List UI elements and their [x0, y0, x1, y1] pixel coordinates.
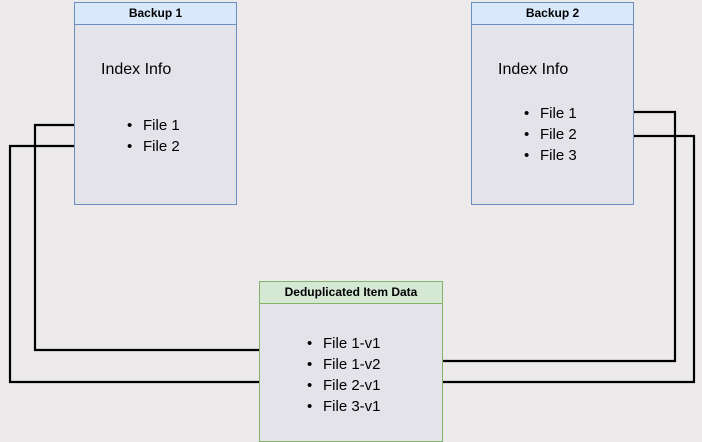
list-item[interactable]: File 1-v1: [307, 333, 381, 354]
node-backup-2-title: Backup 2: [472, 3, 633, 25]
deduplicated-item-list: File 1-v1 File 1-v2 File 2-v1 File 3-v1: [307, 333, 381, 417]
list-item[interactable]: File 1-v2: [307, 354, 381, 375]
node-backup-1-title: Backup 1: [75, 3, 236, 25]
node-deduplicated-item-data-body: File 1-v1 File 1-v2 File 2-v1 File 3-v1: [260, 304, 442, 441]
list-item[interactable]: File 2: [524, 124, 577, 145]
node-deduplicated-item-data[interactable]: Deduplicated Item Data File 1-v1 File 1-…: [259, 281, 443, 442]
node-backup-1-body: Index Info File 1 File 2: [75, 25, 236, 204]
node-backup-2-body: Index Info File 1 File 2 File 3: [472, 25, 633, 204]
list-item[interactable]: File 2-v1: [307, 375, 381, 396]
list-item[interactable]: File 1: [524, 103, 577, 124]
list-item[interactable]: File 1: [127, 115, 180, 136]
backup-1-file-list: File 1 File 2: [127, 115, 180, 157]
backup-2-index-info-label: Index Info: [498, 61, 569, 78]
node-deduplicated-item-data-title: Deduplicated Item Data: [260, 282, 442, 304]
backup-2-file-list: File 1 File 2 File 3: [524, 103, 577, 166]
list-item[interactable]: File 3-v1: [307, 396, 381, 417]
list-item[interactable]: File 2: [127, 136, 180, 157]
node-backup-1[interactable]: Backup 1 Index Info File 1 File 2: [74, 2, 237, 205]
list-item[interactable]: File 3: [524, 145, 577, 166]
node-backup-2[interactable]: Backup 2 Index Info File 1 File 2 File 3: [471, 2, 634, 205]
backup-1-index-info-label: Index Info: [101, 61, 172, 78]
